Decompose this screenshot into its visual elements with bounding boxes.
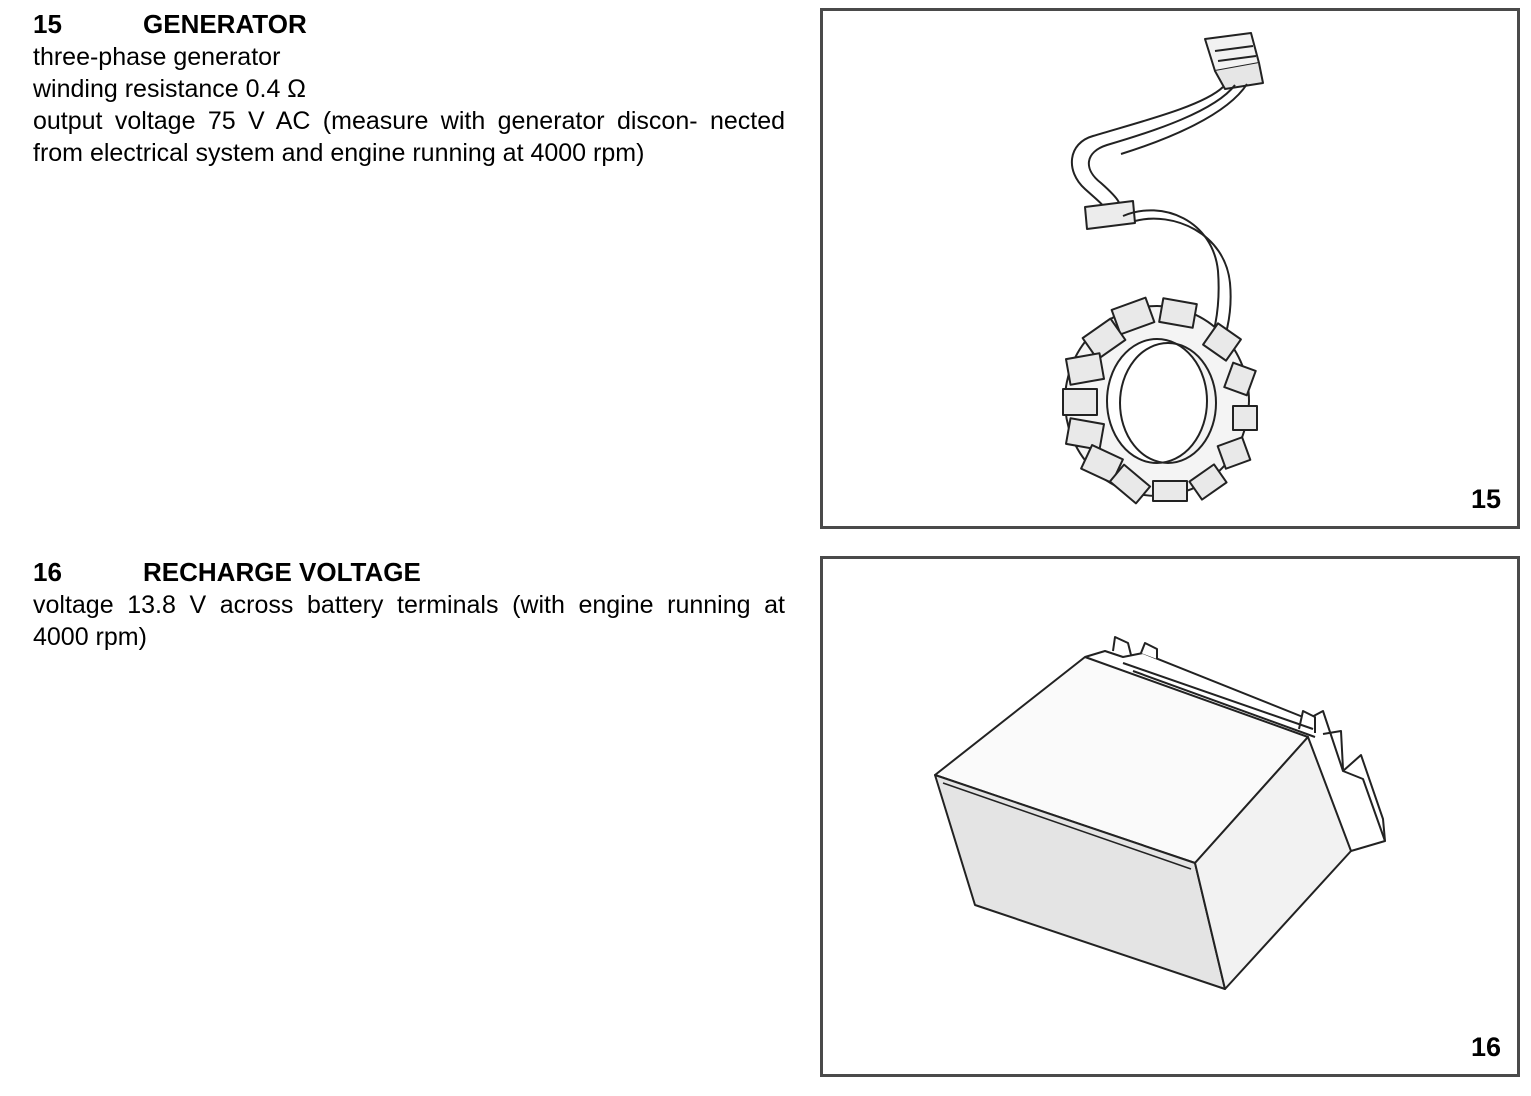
recharge-heading: 16 RECHARGE VOLTAGE: [33, 556, 421, 588]
recharge-figure: 16: [820, 556, 1520, 1077]
section-recharge-voltage: 16 RECHARGE VOLTAGE voltage 13.8 V across…: [0, 548, 1531, 1096]
generator-line-resistance: winding resistance 0.4 Ω: [33, 75, 306, 103]
stator-illustration: [1062, 32, 1264, 505]
generator-title: GENERATOR: [143, 9, 307, 39]
generator-heading: 15 GENERATOR: [33, 8, 307, 40]
figure-label-16: 16: [1470, 1032, 1501, 1062]
generator-number: 15: [33, 9, 62, 39]
section-generator: 15 GENERATOR three-phase generator windin…: [33, 8, 1520, 529]
figure-label-15: 15: [1470, 484, 1501, 514]
generator-description: three-phase generator winding resistance…: [33, 41, 785, 169]
generator-figure: 15: [820, 8, 1520, 529]
recharge-title: RECHARGE VOLTAGE: [143, 557, 421, 587]
generator-line-output: output voltage 75 V AC (measure with gen…: [33, 107, 785, 167]
recharge-line-voltage: voltage 13.8 V across battery terminals …: [33, 591, 785, 651]
recharge-number: 16: [33, 557, 62, 587]
recharge-description: voltage 13.8 V across battery terminals …: [33, 589, 785, 653]
generator-line-type: three-phase generator: [33, 43, 281, 71]
regulator-illustration: [934, 636, 1386, 990]
